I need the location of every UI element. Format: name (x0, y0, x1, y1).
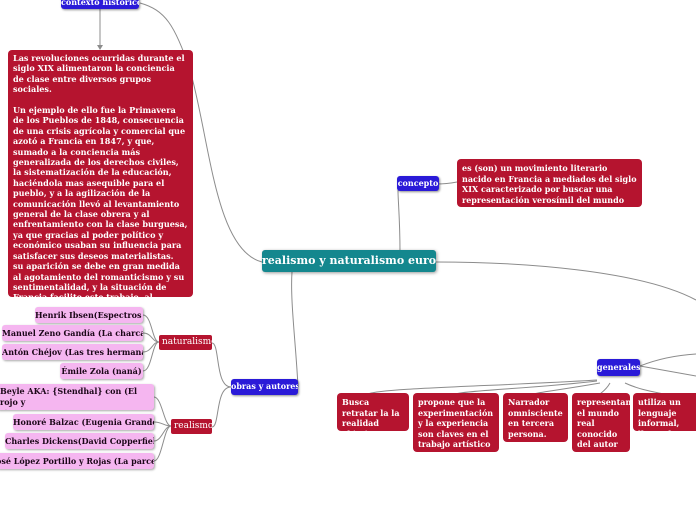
contexto-paragraph-1: Las revoluciones ocurridas durante el si… (13, 53, 185, 95)
author-lopez-portillo[interactable]: osé López Portillo y Rojas (La parcela) (0, 453, 154, 469)
concepto-node[interactable]: concepto (397, 176, 439, 191)
link-central-contexto (139, 2, 263, 263)
link-generales-2 (454, 380, 598, 395)
author-balzac[interactable]: Honoré Balzac (Eugenia Grandet) (13, 414, 154, 430)
author-stendhal[interactable]: Beyle AKA: {Stendhal} con (El rojo y o) (0, 384, 154, 410)
link-generales-right (639, 365, 696, 377)
link-nat-a4 (142, 341, 160, 372)
link-real-a4 (153, 425, 172, 462)
central-topic-node[interactable]: realismo y naturalismo europeo (262, 250, 436, 272)
contexto-text-node[interactable]: Las revoluciones ocurridas durante el si… (8, 50, 193, 297)
author-dickens[interactable]: Charles Dickens(David Copperfield) (5, 433, 154, 449)
generales-item-5[interactable]: utiliza un lenguaje informal, llegando a… (633, 393, 696, 431)
arrow-head (97, 45, 103, 50)
author-ibsen[interactable]: Henrik Ibsen(Espectros ) (35, 307, 143, 323)
link-central-concepto (397, 183, 406, 253)
link-central-obras (291, 271, 299, 388)
link-obras-realismo (211, 386, 232, 428)
obras-autores-node[interactable]: obras y autores (231, 379, 298, 395)
contexto-historico-node[interactable]: contexto histórico (61, 0, 139, 9)
realismo-node[interactable]: realismo (171, 419, 212, 434)
author-chejov[interactable]: Antón Chéjov (Las tres hermanas) (2, 344, 143, 360)
generales-node[interactable]: generales (597, 359, 640, 376)
link-obras-naturalismo (211, 342, 232, 388)
concepto-description-node[interactable]: es (son) un movimiento literario nacido … (457, 159, 642, 207)
link-generales-1 (367, 379, 598, 395)
generales-item-3[interactable]: Narrador omnisciente en tercera persona. (503, 393, 568, 442)
link-central-right (435, 261, 696, 301)
generales-item-2[interactable]: propone que la experimentación y la expe… (413, 393, 499, 452)
contexto-paragraph-2: Un ejemplo de ello fue la Primavera de l… (13, 105, 188, 297)
link-concepto-desc (435, 181, 458, 185)
generales-item-1[interactable]: Busca retratar la la realidad objetivame… (337, 393, 409, 431)
generales-item-4[interactable]: representan el mundo real conocido del a… (572, 393, 630, 452)
author-zeno-gandia[interactable]: Manuel Zeno Gandía (La charca) (2, 325, 143, 341)
link-real-a1 (153, 396, 172, 427)
author-zola[interactable]: Émile Zola (naná) (60, 363, 143, 379)
link-generales-up (639, 353, 696, 367)
link-nat-a1 (142, 314, 160, 343)
naturalismo-node[interactable]: naturalismo (159, 335, 212, 350)
